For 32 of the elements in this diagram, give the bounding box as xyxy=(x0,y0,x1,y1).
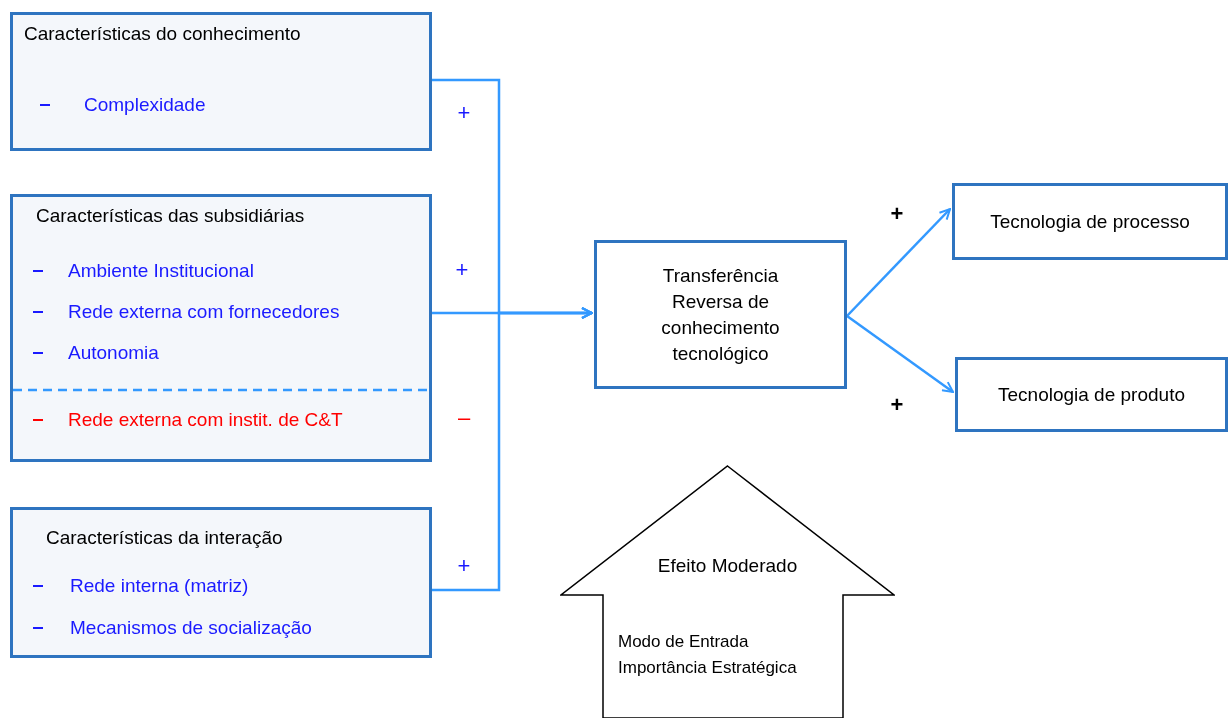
sign-label: + xyxy=(456,100,472,126)
box-text: Tecnologia de produto xyxy=(998,382,1185,407)
list-item: Rede externa com instit. de C&T xyxy=(68,408,343,432)
list-item: Mecanismos de socialização xyxy=(70,616,312,640)
list-item: Rede externa com fornecedores xyxy=(68,300,340,324)
box-heading: Características da interação xyxy=(46,526,283,550)
category-box xyxy=(10,194,432,462)
process-box xyxy=(594,240,847,389)
category-box xyxy=(10,12,432,151)
sign-label: + xyxy=(889,201,905,227)
box-text: Tecnologia de processo xyxy=(990,209,1190,234)
arrow-heading: Efeito Moderado xyxy=(656,554,799,578)
sign-label: + xyxy=(889,392,905,418)
sign-label: + xyxy=(454,257,470,283)
list-item: Autonomia xyxy=(68,341,159,365)
box-heading: Características do conhecimento xyxy=(24,22,301,46)
list-item: Ambiente Institucional xyxy=(68,259,254,283)
connector-arrow xyxy=(846,208,951,317)
moderator-text: Modo de Entrada xyxy=(618,631,749,653)
category-box xyxy=(10,507,432,658)
sign-label: – xyxy=(456,405,472,431)
process-box xyxy=(952,183,1228,260)
sign-label: + xyxy=(456,553,472,579)
box-text: Transferência Reversa de conhecimento tecnológico xyxy=(660,263,781,366)
connector-arrow xyxy=(432,307,593,592)
box-heading: Características das subsidiárias xyxy=(36,204,305,228)
block-arrow xyxy=(560,465,895,718)
connector-arrow xyxy=(846,315,954,393)
process-box xyxy=(955,357,1228,432)
list-item: Complexidade xyxy=(84,93,206,117)
moderator-text: Importância Estratégica xyxy=(618,657,797,679)
list-item: Rede interna (matriz) xyxy=(70,574,249,598)
